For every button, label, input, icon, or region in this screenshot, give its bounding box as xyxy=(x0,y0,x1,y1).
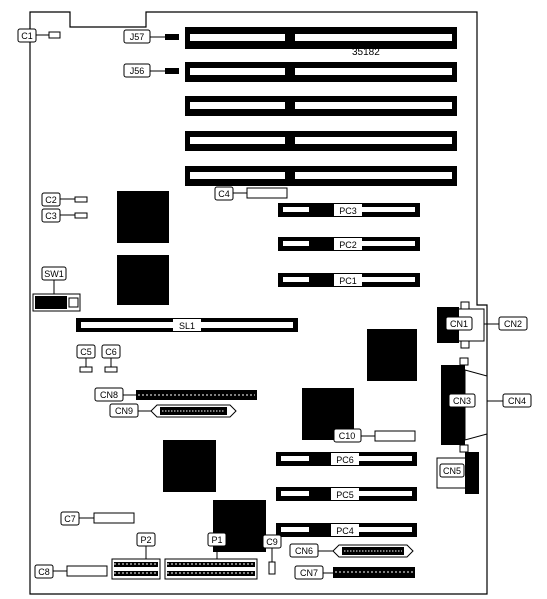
c1-label: C1 xyxy=(21,31,33,41)
c5-label: C5 xyxy=(80,347,92,357)
board-outline xyxy=(29,11,488,595)
c4-component xyxy=(246,187,288,199)
pc2-label: PC2 xyxy=(339,240,357,250)
c9-component xyxy=(268,561,276,575)
j57-callout: J57 xyxy=(123,29,179,44)
cn5-connector: CN5 xyxy=(436,452,479,494)
c5-callout: C5 xyxy=(76,344,96,373)
j57-label: J57 xyxy=(130,32,145,42)
c3-callout: C3 xyxy=(41,208,88,223)
cn3-connector: CN3 xyxy=(441,357,488,453)
p2-callout: P2 xyxy=(111,532,161,580)
c2-component xyxy=(74,196,88,203)
expansion-slot-1 xyxy=(185,27,457,49)
pc3-label: PC3 xyxy=(339,206,357,216)
c1-callout: C1 xyxy=(17,28,61,43)
c2-label: C2 xyxy=(45,195,57,205)
cn6-label: CN6 xyxy=(295,546,313,556)
c10-label: C10 xyxy=(339,431,356,441)
sw1-dip-switch xyxy=(32,293,81,312)
expansion-slot-4 xyxy=(185,131,457,151)
j56-jumper xyxy=(165,68,179,74)
board-part-number: 35182 xyxy=(352,47,380,58)
j57-jumper xyxy=(165,34,179,40)
cn7-label: CN7 xyxy=(300,568,318,578)
pc4-slot: PC4 xyxy=(276,523,417,537)
p1-label: P1 xyxy=(211,535,222,545)
cn1-connector: CN1 xyxy=(437,301,485,349)
chip-upper-left-1 xyxy=(117,191,169,243)
c8-component xyxy=(66,565,108,577)
cn5-label: CN5 xyxy=(443,466,461,476)
cn4-label: CN4 xyxy=(508,396,526,406)
c6-callout: C6 xyxy=(101,344,121,373)
c2-callout: C2 xyxy=(41,192,88,207)
cn2-callout: CN2 xyxy=(484,316,528,331)
pc1-label: PC1 xyxy=(339,276,357,286)
pc1-slot: PC1 xyxy=(278,273,420,287)
p2-label: P2 xyxy=(140,535,151,545)
expansion-slots xyxy=(185,27,457,186)
cn3-label: CN3 xyxy=(453,396,471,406)
c9-callout: C9 xyxy=(262,534,282,575)
chip-upper-left-2 xyxy=(117,255,169,305)
cn6-connector xyxy=(332,544,414,558)
sl1-slot: SL1 xyxy=(76,318,298,332)
pc2-slot: PC2 xyxy=(278,237,420,251)
c10-callout: C10 xyxy=(333,428,416,443)
c4-label: C4 xyxy=(218,189,230,199)
chip-lower-left xyxy=(163,440,216,492)
pc4-label: PC4 xyxy=(336,526,354,536)
p2-power-connector xyxy=(111,558,161,580)
cn7-pin-header xyxy=(333,567,415,578)
c10-component xyxy=(374,430,416,442)
cn6-callout: CN6 xyxy=(289,543,414,558)
cn7-callout: CN7 xyxy=(294,565,415,580)
p1-power-connector xyxy=(164,558,258,580)
sl1-label: SL1 xyxy=(179,321,195,331)
c5-component xyxy=(79,366,93,373)
j56-label: J56 xyxy=(130,66,145,76)
chip-center-right xyxy=(367,329,417,381)
pc3-slot: PC3 xyxy=(278,203,420,217)
c7-component xyxy=(93,512,135,524)
sw1-label: SW1 xyxy=(44,269,64,279)
j56-callout: J56 xyxy=(123,63,179,78)
cn1-label: CN1 xyxy=(450,319,468,329)
expansion-slot-2 xyxy=(185,62,457,82)
c9-label: C9 xyxy=(266,537,278,547)
c6-label: C6 xyxy=(105,347,117,357)
cn9-connector xyxy=(150,404,237,418)
c7-label: C7 xyxy=(64,514,76,524)
cn9-label: CN9 xyxy=(115,406,133,416)
cn9-callout: CN9 xyxy=(109,403,237,418)
pc6-slot: PC6 xyxy=(276,452,417,466)
cn8-label: CN8 xyxy=(100,390,118,400)
pc5-slot: PC5 xyxy=(276,487,417,501)
cn4-callout: CN4 xyxy=(487,393,532,408)
c6-component xyxy=(104,366,118,373)
cn8-callout: CN8 xyxy=(94,387,257,402)
expansion-slot-3 xyxy=(185,96,457,116)
expansion-slot-5 xyxy=(185,166,457,186)
c3-component xyxy=(74,212,88,219)
pc5-label: PC5 xyxy=(336,490,354,500)
cn2-label: CN2 xyxy=(504,319,522,329)
pc6-label: PC6 xyxy=(336,455,354,465)
c7-callout: C7 xyxy=(60,511,135,526)
c3-label: C3 xyxy=(45,211,57,221)
c1-component xyxy=(48,31,61,39)
p1-callout: P1 xyxy=(164,532,258,580)
c4-callout: C4 xyxy=(214,186,288,201)
c8-callout: C8 xyxy=(34,564,108,579)
sw1-callout: SW1 xyxy=(32,266,81,312)
c8-label: C8 xyxy=(38,567,50,577)
cn8-pin-header xyxy=(136,390,257,400)
